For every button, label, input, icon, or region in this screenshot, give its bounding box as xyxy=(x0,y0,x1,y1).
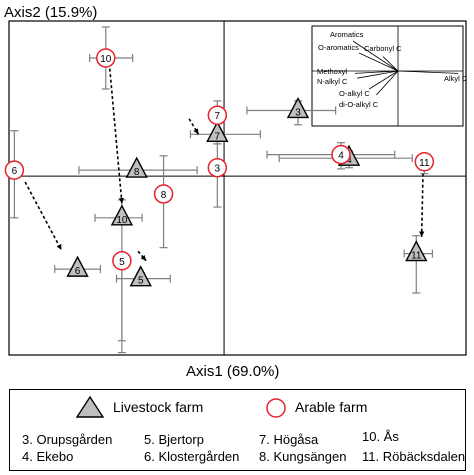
x-axis-title: Axis1 (69.0%) xyxy=(186,363,279,380)
arrow-head xyxy=(193,128,199,135)
livestock-marker xyxy=(66,255,89,277)
livestock-marker-label: 6 xyxy=(75,266,81,277)
livestock-marker-label: 11 xyxy=(411,251,422,262)
loading-label: Aromatics xyxy=(330,30,364,39)
livestock-marker-label: 3 xyxy=(295,107,301,118)
legend-farm-7: 7. Högåsa xyxy=(259,432,319,447)
arable-marker xyxy=(112,251,132,271)
loading-vector xyxy=(354,70,399,74)
axes-lines xyxy=(9,21,466,355)
arable-marker-label: 10 xyxy=(100,54,112,65)
livestock-marker-label: 8 xyxy=(134,167,140,178)
legend: Livestock farm Arable farm 3. Orupsgårde… xyxy=(9,389,466,471)
legend-farm-3: 3. Orupsgården xyxy=(22,432,113,447)
livestock-marker-label: 5 xyxy=(138,276,144,287)
loading-vector xyxy=(376,70,399,96)
arable-marker-label: 5 xyxy=(119,257,125,268)
arrow-head xyxy=(140,254,147,261)
livestock-marker xyxy=(206,120,229,143)
loading-vector xyxy=(357,70,399,79)
arable-marker xyxy=(331,144,351,165)
livestock-marker-label: 7 xyxy=(215,131,221,142)
livestock-legend-label: Livestock farm xyxy=(113,399,204,415)
loading-vector xyxy=(382,56,399,72)
markers: 3 4 5 6 7 8 10 11 3 4 5 6 7 8 10 11 xyxy=(4,48,435,287)
arable-legend-label: Arable farm xyxy=(295,399,368,415)
loading-label: Alkyl C xyxy=(444,74,468,83)
loading-label: N-alkyl C xyxy=(317,77,348,86)
arable-marker-label: 4 xyxy=(338,151,344,162)
inset-frame xyxy=(311,25,464,127)
livestock-marker xyxy=(125,156,148,178)
loading-label: O-alkyl C xyxy=(339,89,370,98)
arable-marker xyxy=(4,160,25,180)
arable-marker xyxy=(207,105,228,125)
livestock-marker xyxy=(129,265,152,287)
arable-marker xyxy=(153,184,174,204)
loading-vector xyxy=(352,40,399,72)
loading-label: O-aromatics xyxy=(318,43,359,52)
arable-marker xyxy=(207,157,228,178)
arable-marker-label: 3 xyxy=(215,164,221,175)
loading-label: di-O-alkyl C xyxy=(339,100,379,109)
arable-marker-label: 6 xyxy=(12,166,18,177)
arable-marker-label: 7 xyxy=(215,111,221,122)
livestock-legend-marker xyxy=(75,395,105,418)
arable-marker-label: 11 xyxy=(419,158,430,169)
shift-arrow xyxy=(109,68,123,204)
loading-vector xyxy=(397,70,459,74)
loading-label: Methoxyl xyxy=(317,67,347,76)
loading-label: Carbonyl C xyxy=(364,44,402,53)
y-axis-title: Axis2 (15.9%) xyxy=(4,4,97,21)
arable-legend-marker xyxy=(266,398,286,418)
arable-marker-label: 8 xyxy=(161,190,167,201)
legend-farm-10: 10. Ås xyxy=(362,429,399,444)
shift-arrow xyxy=(137,250,147,262)
arrow-head xyxy=(419,231,425,237)
livestock-marker xyxy=(405,240,428,262)
arable-marker xyxy=(96,48,116,68)
legend-farm-5: 5. Bjertorp xyxy=(144,432,204,447)
legend-farm-8: 8. Kungsängen xyxy=(259,449,347,464)
livestock-marker xyxy=(286,96,310,119)
legend-farm-6: 6. Klostergården xyxy=(144,449,240,464)
legend-farm-4: 4. Ekebo xyxy=(22,449,74,464)
plot-frame xyxy=(8,20,467,356)
livestock-marker xyxy=(110,204,134,226)
livestock-marker-label: 4 xyxy=(346,155,352,166)
legend-farm-11: 11. Röbäcksdalen xyxy=(362,449,466,464)
shift-arrow xyxy=(24,181,63,251)
arable-marker xyxy=(414,152,435,172)
loading-vector xyxy=(358,52,399,72)
arrow-head xyxy=(56,244,62,251)
arrow-head xyxy=(118,197,125,204)
shift-arrow xyxy=(420,173,424,237)
loading-vector xyxy=(368,70,399,90)
livestock-marker-label: 10 xyxy=(116,215,128,226)
shift-arrows xyxy=(24,68,425,262)
